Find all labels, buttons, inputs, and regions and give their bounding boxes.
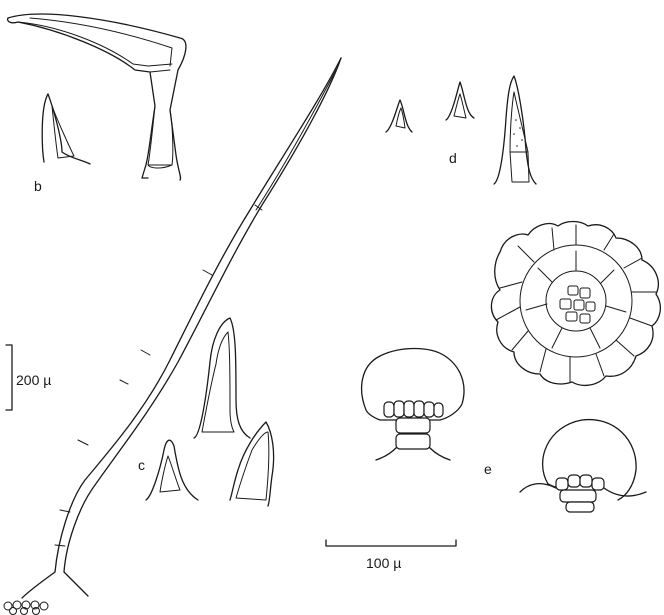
scale-bar-vertical bbox=[6, 345, 12, 410]
scale-label-vertical: 200 µ bbox=[16, 372, 51, 388]
rosette-section bbox=[491, 222, 660, 386]
hairs-c bbox=[146, 318, 274, 506]
glandular-hair-middle bbox=[362, 349, 464, 461]
label-b: b bbox=[34, 178, 42, 194]
label-e: e bbox=[484, 461, 492, 477]
scale-label-horizontal: 100 µ bbox=[366, 555, 401, 571]
label-c: c bbox=[138, 457, 145, 473]
hairs-d bbox=[386, 76, 536, 184]
scale-bar-horizontal bbox=[326, 540, 456, 546]
label-d: d bbox=[449, 150, 457, 166]
basal-cells bbox=[4, 601, 48, 615]
curved-hair-top bbox=[8, 14, 186, 180]
glandular-hair-e bbox=[520, 420, 646, 512]
hair-b bbox=[42, 94, 90, 164]
